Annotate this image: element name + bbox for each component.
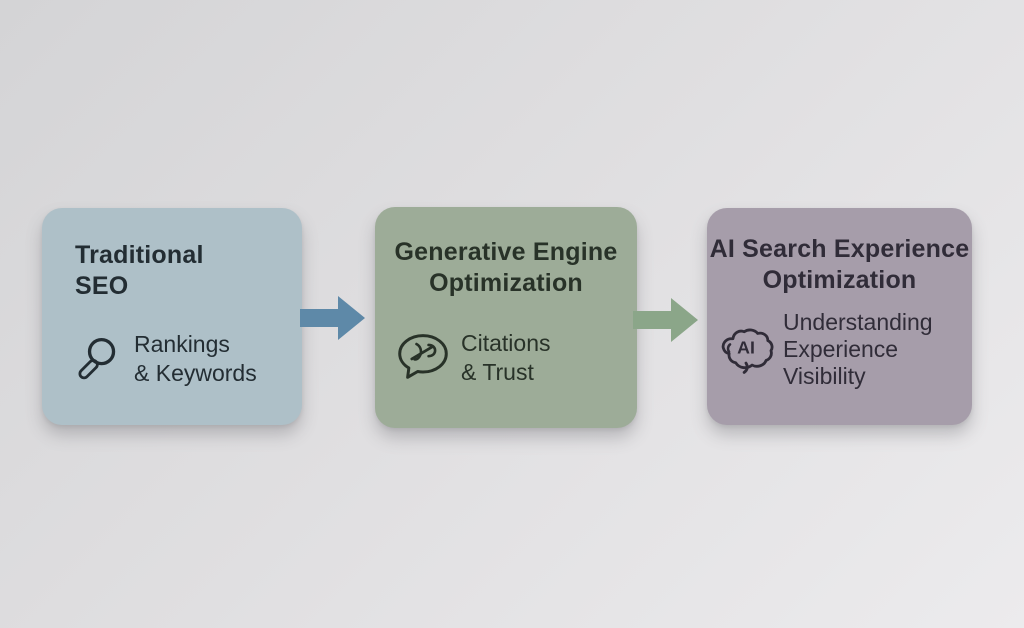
- body-line: & Keywords: [134, 360, 257, 386]
- body-line: Visibility: [783, 363, 866, 389]
- title-line: Generative Engine: [394, 238, 618, 266]
- body-line: Rankings: [134, 331, 230, 357]
- title-line: AI Search Experience: [709, 235, 970, 263]
- title-line: Traditional: [75, 241, 204, 269]
- title-line: Optimization: [762, 266, 917, 294]
- body-line: Understanding: [783, 309, 933, 335]
- body-line: & Trust: [461, 359, 534, 385]
- box-body: Citations & Trust: [395, 329, 550, 387]
- box-body: Rankings & Keywords: [72, 330, 257, 388]
- box-title: AI Search Experience Optimization: [707, 234, 972, 296]
- brain-ai-icon: AI: [717, 320, 775, 380]
- brain-ai-label: AI: [737, 337, 755, 357]
- title-line: SEO: [75, 272, 129, 300]
- box-traditional-seo: Traditional SEO Rankings & Keywords: [42, 208, 302, 425]
- box-ai-search-experience-optimization: AI Search Experience Optimization AI Und…: [707, 208, 972, 425]
- box-body-text: Understanding Experience Visibility: [783, 309, 933, 390]
- box-generative-engine-optimization: Generative Engine Optimization Citations…: [375, 207, 637, 428]
- box-body-text: Rankings & Keywords: [134, 330, 257, 388]
- title-line: Optimization: [429, 269, 583, 297]
- body-line: Citations: [461, 330, 551, 356]
- body-line: Experience: [783, 336, 899, 362]
- box-body: AI Understanding Experience Visibility: [717, 309, 933, 390]
- box-title: Traditional SEO: [75, 240, 204, 302]
- box-body-text: Citations & Trust: [461, 329, 550, 387]
- box-title: Generative Engine Optimization: [375, 237, 637, 299]
- arrow-1-icon: [300, 296, 365, 340]
- magnifier-icon: [72, 333, 120, 385]
- arrow-2-icon: [633, 298, 698, 342]
- chat-scribble-icon: [395, 331, 451, 385]
